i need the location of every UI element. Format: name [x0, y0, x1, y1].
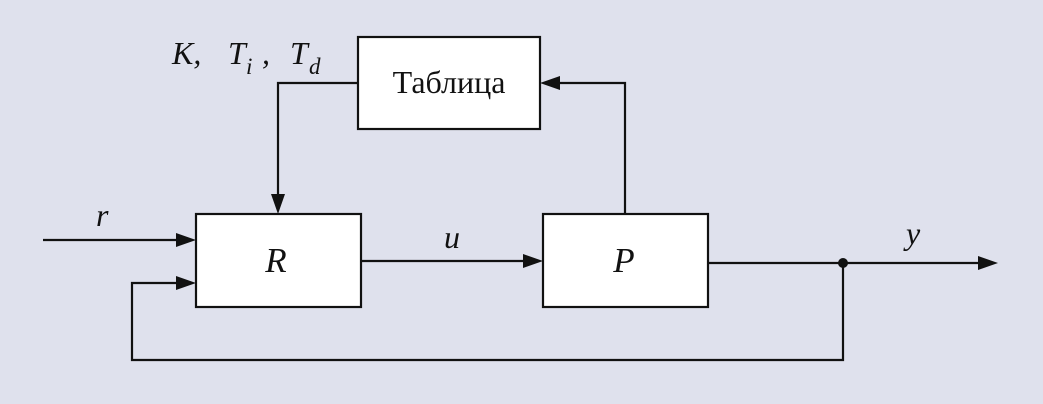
table-box — [356, 35, 542, 131]
integral-time-symbol: T — [228, 35, 248, 71]
table-label: Таблица — [393, 64, 506, 100]
parameter-separator: , — [262, 35, 270, 71]
derivative-time-symbol: T — [290, 35, 310, 71]
feedback-arrow — [176, 276, 196, 290]
derivative-time-subscript: d — [309, 54, 321, 79]
controller-label: R — [264, 241, 286, 280]
tuning-parameters-label: K, T i , T d — [171, 35, 321, 79]
output-arrow — [978, 256, 998, 270]
table-block: Таблица — [356, 35, 542, 131]
controller-box — [194, 212, 363, 309]
controller-block: R — [194, 212, 363, 309]
feedback-loop-line — [130, 263, 845, 362]
plant-to-table-line — [558, 81, 627, 214]
plant-block: P — [541, 212, 710, 309]
output-signal-label: y — [903, 215, 921, 251]
plant-label: P — [612, 241, 634, 280]
gain-parameter: K, — [171, 35, 201, 71]
table-to-controller-arrow — [271, 194, 285, 214]
control-signal-label: u — [444, 219, 460, 255]
integral-time-subscript: i — [246, 54, 252, 79]
reference-signal-label: r — [96, 197, 109, 233]
control-signal-arrow — [523, 254, 543, 268]
reference-arrow — [176, 233, 196, 247]
table-to-controller-line — [276, 81, 358, 196]
plant-to-table-arrow — [540, 76, 560, 90]
